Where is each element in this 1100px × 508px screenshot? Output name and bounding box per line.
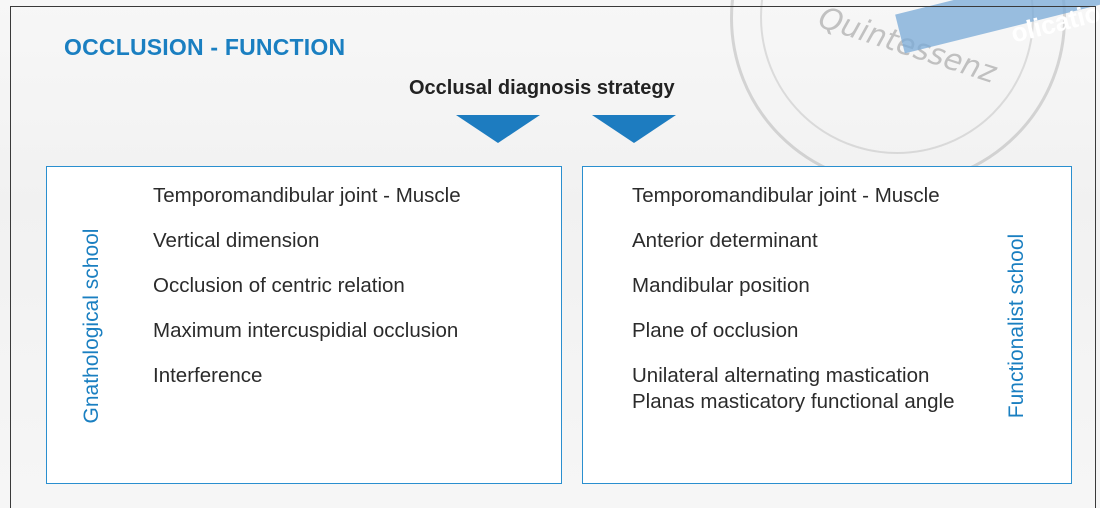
list-item: Mandibular position [632, 274, 810, 297]
down-arrow-left-icon [456, 115, 540, 143]
figure-title: OCCLUSION - FUNCTION [64, 34, 346, 60]
figure-frame [10, 6, 1096, 508]
functionalist-school-list: Temporomandibular joint - Muscle Anterio… [632, 183, 992, 434]
gnathological-school-list: Temporomandibular joint - Muscle Vertica… [153, 183, 553, 408]
list-item: Temporomandibular joint - Muscle [632, 184, 940, 207]
gnathological-school-label: Gnathological school [80, 228, 103, 424]
gnathological-school-box [46, 166, 562, 484]
functionalist-school-box [582, 166, 1072, 484]
functionalist-school-label: Functionalist school [1005, 233, 1028, 419]
list-item: Occlusion of centric relation [153, 274, 405, 297]
list-item: Maximum intercuspidial occlusion [153, 319, 459, 342]
list-item: Temporomandibular joint - Muscle [153, 184, 461, 207]
list-item: Plane of occlusion [632, 319, 799, 342]
list-item: Unilateral alternating mastication Plana… [632, 364, 955, 413]
list-item: Vertical dimension [153, 229, 320, 252]
down-arrow-right-icon [592, 115, 676, 143]
list-item: Anterior determinant [632, 229, 818, 252]
figure-subtitle: Occlusal diagnosis strategy [409, 77, 675, 99]
list-item: Interference [153, 364, 263, 387]
